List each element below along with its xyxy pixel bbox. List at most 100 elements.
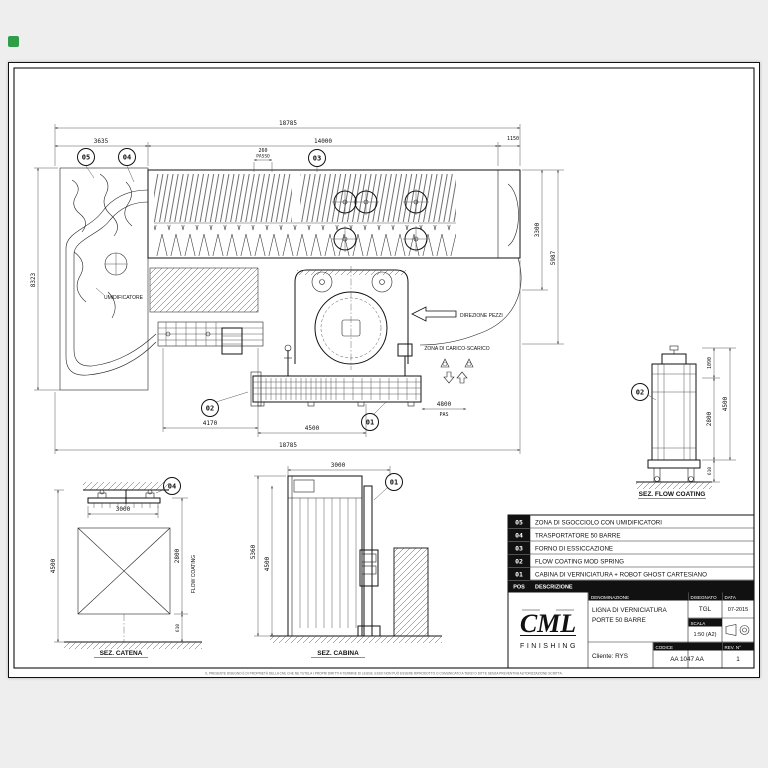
section-flow-coating: 1090 2800 4500 610 02 SEZ. FLOW COATING [631, 345, 736, 499]
table-row: 04 TRASPORTATORE 50 BARRE [508, 528, 621, 541]
sprocket-wheels [332, 189, 429, 252]
cliente-cell: Cliente: RYS [592, 653, 628, 660]
balloon-01-cabina: 01 [373, 473, 403, 501]
balloon-04-label: 04 [123, 154, 131, 162]
dim-18785-bottom: 18785 [279, 442, 297, 449]
data-value: 07-2015 [728, 607, 749, 613]
row-descr: FLOW COATING MOD SPRING [535, 559, 624, 566]
dim-610-catena: 610 [175, 624, 181, 632]
direction-arrow-icon [411, 306, 457, 322]
balloon-04: 04 [118, 148, 136, 183]
technical-drawing: UMIDIFICATORE [8, 62, 760, 678]
flow-coating-plan [250, 343, 422, 407]
balloon-02-flow: 02 [631, 383, 657, 401]
row-descr: FORNO DI ESSICCAZIONE [535, 546, 613, 553]
section-cabina-title: SEZ. CABINA [317, 650, 359, 657]
denominazione-label: DENOMINAZIONE [591, 595, 629, 600]
table-header-row: POS DESCRIZIONE [508, 580, 754, 592]
sgocciolo-zone: UMIDIFICATORE [59, 167, 149, 391]
dim-2800-catena: 2800 [174, 548, 181, 563]
row-descr: ZONA DI SGOCCIOLO CON UMIDIFICATORI [535, 520, 662, 527]
balloon-03: 03 [308, 149, 326, 172]
viewer-badge-icon [8, 36, 19, 47]
balloon-03-label: 03 [313, 155, 321, 163]
balloon-05-label: 05 [82, 154, 90, 162]
denominazione-cell: DENOMINAZIONE LIGNA DI VERNICIATURA PORT… [588, 592, 688, 624]
dim-4800: 4800 [437, 401, 452, 408]
denominazione-line2: PORTE 50 BARRE [592, 617, 646, 624]
section-cabina: 3000 5360 4500 01 SEZ. CABINA [250, 462, 442, 658]
dim-2800-flow: 2800 [706, 411, 713, 426]
balloon-01-cabina-label: 01 [390, 479, 398, 487]
dim-3300: 3300 [534, 222, 541, 237]
flow-extension-lines [700, 347, 736, 483]
umidificatore-label: UMIDIFICATORE [104, 295, 144, 301]
row-pos: 02 [515, 558, 523, 566]
dim-3000-cabina: 3000 [331, 462, 346, 469]
codice-value: AA 1047 AA [670, 656, 704, 663]
codice-label: CODICE [656, 645, 674, 650]
data-cell: DATA 07-2015 [722, 592, 754, 613]
disegnato-value: TGL [699, 606, 712, 613]
title-block: CML FINISHING DENOMINAZIONE LIGNA DI VER… [507, 591, 755, 669]
cml-logo-sub: FINISHING [520, 643, 578, 650]
header-pos: POS [513, 585, 525, 591]
disegnato-label: DISEGNATO [691, 595, 718, 600]
table-row: 01 CABINA DI VERNICIATURA + ROBOT GHOST … [508, 567, 707, 580]
balloon-02: 02 [201, 391, 249, 417]
row-descr: TRASPORTATORE 50 BARRE [535, 533, 621, 540]
balloon-04-catena-label: 04 [168, 483, 176, 491]
dim-4500-cabina: 4500 [264, 556, 271, 571]
dimension-extension-lines [34, 124, 564, 454]
flow-coating-vertical-label: FLOW COATING [191, 555, 197, 593]
drawing-sheet: UMIDIFICATORE [8, 62, 760, 678]
row-pos: 04 [515, 532, 523, 540]
balloon-01: 01 [361, 401, 387, 431]
dim-1150: 1150 [507, 136, 519, 142]
sheet-frame [8, 62, 760, 678]
row-pos: 01 [515, 571, 523, 579]
plan-dimensions: 18785 3635 14000 1150 260 PASSO 3300 598… [30, 120, 559, 451]
rev-value: 1 [736, 656, 740, 663]
rotation-symbol-icon [440, 358, 474, 368]
direction-annotation: DIREZIONE PEZZI ZONA DI CARICO-SCARICO [411, 306, 503, 384]
table-row: 02 FLOW COATING MOD SPRING [508, 554, 624, 567]
direzione-pezzi-label: DIREZIONE PEZZI [460, 313, 503, 319]
dim-3000-catena: 3000 [116, 506, 131, 513]
parts-table: 05 ZONA DI SGOCCIOLO CON UMIDIFICATORI 0… [507, 514, 755, 593]
dim-14000: 14000 [314, 138, 332, 145]
catena-extension-lines [54, 489, 188, 643]
section-catena: 3000 4500 2800 610 FLOW COATING 04 SEZ. … [50, 477, 202, 658]
forno-hatch [149, 267, 259, 313]
dim-5987: 5987 [550, 250, 557, 265]
projection-symbol-icon [725, 624, 750, 636]
dim-260: 260 [258, 148, 267, 154]
cliente-value: Cliente: RYS [592, 653, 628, 660]
scala-cell: SCALA 1:50 (A2) [688, 618, 722, 638]
dim-610-flow: 610 [707, 467, 713, 475]
row-pos: 03 [515, 545, 523, 553]
dim-4500-catena: 4500 [50, 558, 57, 573]
balloon-05: 05 [77, 148, 95, 179]
balloon-02-flow-label: 02 [636, 389, 644, 397]
chain-path [65, 189, 522, 376]
dim-3635: 3635 [94, 138, 109, 145]
dim-passo: PASSO [256, 154, 270, 160]
dim-4500-plan: 4500 [305, 425, 320, 432]
dim-5360: 5360 [250, 544, 257, 559]
row-descr: CABINA DI VERNICIATURA + ROBOT GHOST CAR… [535, 572, 707, 579]
balloon-01-label: 01 [366, 419, 374, 427]
dim-1090: 1090 [707, 357, 713, 369]
zona-carico-label: ZONA DI CARICO-SCARICO [424, 346, 489, 352]
up-down-arrows-icon [443, 371, 468, 384]
dim-18785-top: 18785 [279, 120, 297, 127]
plan-view: UMIDIFICATORE [30, 120, 564, 454]
dim-8323: 8323 [30, 272, 37, 287]
codice-cell: CODICE AA 1047 AA [653, 642, 722, 663]
row-pos: 05 [515, 519, 523, 527]
balloon-04-catena: 04 [155, 477, 181, 495]
cml-logo-text: CML [520, 609, 576, 638]
cabina-extension-lines [254, 466, 391, 637]
dim-4170: 4170 [203, 420, 218, 427]
conveyor-oven-block [147, 169, 521, 259]
